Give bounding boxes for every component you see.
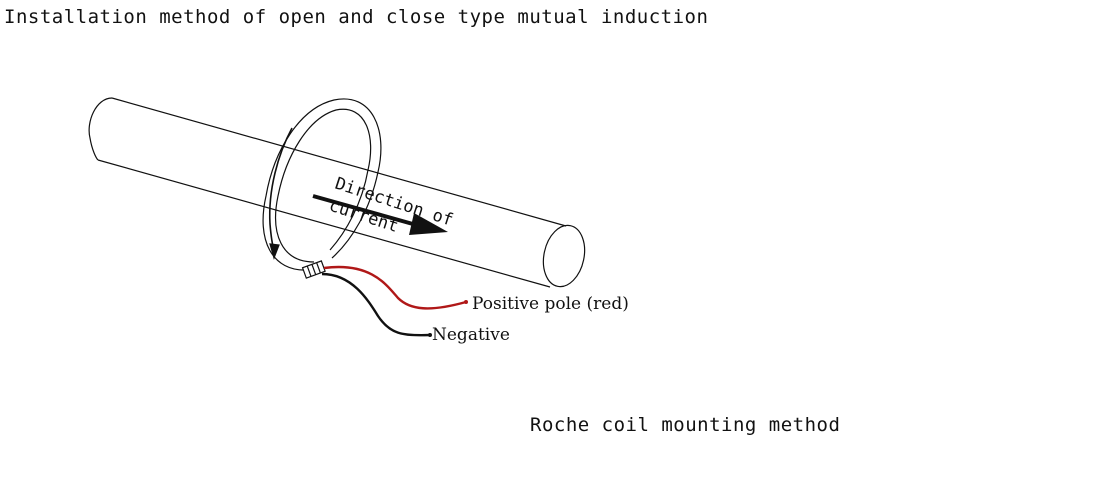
current-direction: Direction of current: [312, 174, 455, 237]
lead-wires: [321, 265, 468, 337]
pipe-bottom-edge: [97, 159, 551, 288]
pipe-left-cap: [88, 97, 113, 161]
positive-terminal-dot: [464, 300, 468, 304]
pipe-top-edge: [111, 97, 567, 227]
diagram-caption: Roche coil mounting method: [530, 414, 841, 436]
page-title: Installation method of open and close ty…: [4, 6, 709, 28]
rogowski-coil: [262, 98, 382, 279]
current-arrow-shaft: [312, 194, 421, 228]
positive-pole-label: Positive pole (red): [472, 294, 629, 314]
pipe-right-end: [542, 224, 586, 288]
current-arrowhead: [409, 213, 448, 235]
coil-inner-ring: [275, 108, 372, 263]
coil-connector: [301, 260, 326, 279]
conductor-pipe: [88, 97, 586, 288]
coil-flux-arrow-path: [268, 127, 293, 251]
negative-wire: [321, 272, 431, 337]
coil-flux-arrowhead: [269, 243, 280, 260]
positive-wire: [323, 265, 467, 310]
negative-label: Negative: [432, 325, 510, 345]
negative-terminal-dot: [428, 333, 432, 337]
coil-outer-ring: [262, 98, 382, 271]
